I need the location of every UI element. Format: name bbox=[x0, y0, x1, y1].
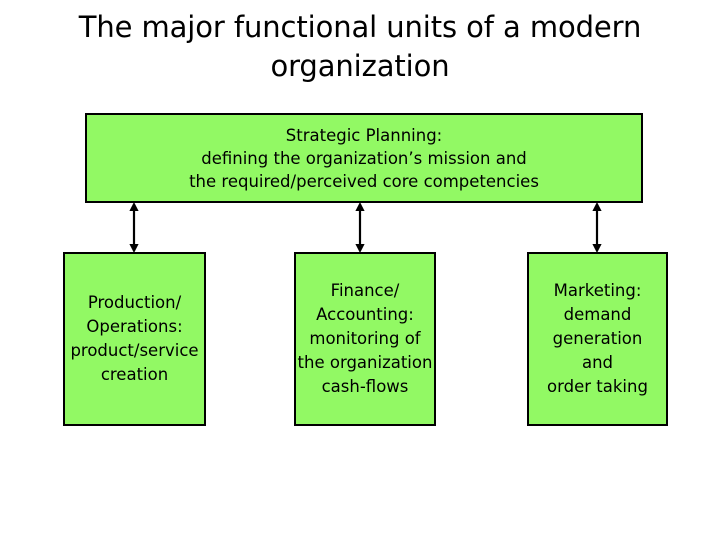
double-headed-arrow-icon-marketing bbox=[588, 201, 606, 254]
production-operations-box: Production/ Operations: product/service … bbox=[63, 252, 206, 426]
finance-accounting-box: Finance/ Accounting: monitoring of the o… bbox=[294, 252, 436, 426]
double-headed-arrow-icon-finance bbox=[351, 201, 369, 254]
finance-accounting-label: Finance/ Accounting: monitoring of the o… bbox=[297, 281, 433, 396]
marketing-label: Marketing: demand generation and order t… bbox=[547, 281, 648, 396]
production-operations-label: Production/ Operations: product/service … bbox=[70, 293, 199, 384]
strategic-planning-box: Strategic Planning: defining the organiz… bbox=[85, 113, 643, 203]
double-headed-arrow-icon-production bbox=[125, 201, 143, 254]
strategic-planning-label: Strategic Planning: defining the organiz… bbox=[189, 125, 539, 191]
page-title: The major functional units of a modern o… bbox=[78, 10, 642, 83]
marketing-box: Marketing: demand generation and order t… bbox=[527, 252, 668, 426]
